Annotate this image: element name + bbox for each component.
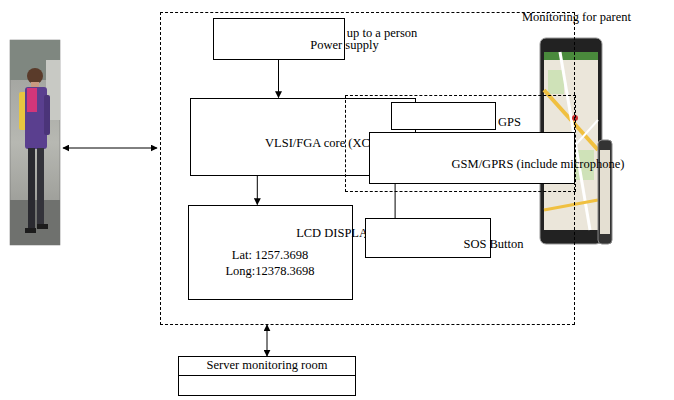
node-text: Power supply [310, 38, 378, 52]
node-text: GPS [498, 115, 521, 129]
connector-arrow [278, 60, 279, 98]
node-text: Long:12378.3698 [225, 263, 314, 279]
connector-arrow [257, 176, 258, 205]
server-box: Server monitoring room [178, 356, 356, 396]
link-arrow [63, 148, 157, 149]
lcd-display-box: LCD DISPLAYLat: 1257.3698Long:12378.3698 [188, 205, 353, 300]
node-text: Server monitoring room [179, 357, 355, 376]
module-group: GPSGSM/GPRS (include microphone) [345, 95, 576, 192]
gps-box: GPS [391, 102, 496, 130]
person-photo [10, 40, 60, 245]
label-holder: Monitoring for parent [522, 10, 631, 25]
power-box: Power supply [213, 18, 345, 60]
sos-button-box: SOS Button [365, 218, 491, 258]
node-text: Lat: 1257.3698 [232, 247, 308, 263]
caption-label: Monitoring for parent [522, 10, 631, 25]
node-text: SOS Button [463, 237, 523, 251]
gsm-box: GSM/GPRS (include microphone) [369, 132, 575, 184]
node-text: GSM/GPRS (include microphone) [452, 157, 625, 171]
connector-arrow [267, 325, 268, 356]
system-boundary: This is set up to a personPower supplyVL… [160, 12, 575, 325]
